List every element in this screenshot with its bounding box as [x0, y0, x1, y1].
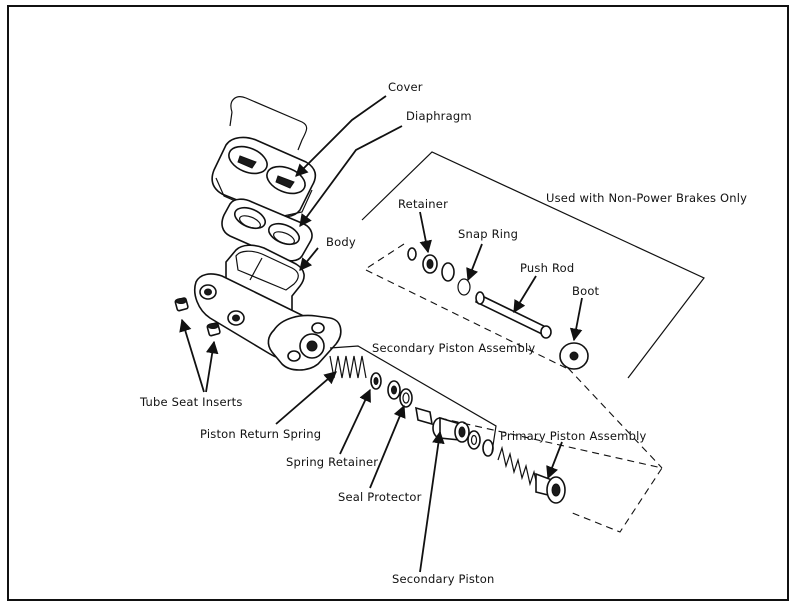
- seal-protector-part: [387, 380, 413, 408]
- diaphragm-part: [221, 198, 313, 262]
- figure-border: [7, 5, 789, 601]
- secondary-piston-group-outline: [329, 345, 497, 453]
- label-boot: Boot: [572, 284, 600, 298]
- piston-return-spring-part: [329, 355, 367, 379]
- label-spring-retainer: Spring Retainer: [286, 455, 378, 469]
- primary-piston-group-outline: [439, 367, 663, 533]
- label-primary-piston-assembly: Primary Piston Assembly: [500, 429, 646, 443]
- label-tube-seat-inserts: Tube Seat Inserts: [139, 395, 243, 409]
- label-piston-return-spring: Piston Return Spring: [200, 427, 321, 441]
- label-snap-ring: Snap Ring: [458, 227, 518, 241]
- label-push-rod: Push Rod: [520, 261, 574, 275]
- label-retainer: Retainer: [398, 197, 448, 211]
- label-secondary-piston: Secondary Piston: [392, 572, 494, 586]
- primary-piston-assembly-part: [497, 445, 566, 504]
- non-power-brake-parts: [407, 247, 589, 370]
- leader-arrows: [179, 95, 583, 573]
- primary-piston-rings: [467, 430, 494, 457]
- label-secondary-piston-assembly: Secondary Piston Assembly: [372, 341, 535, 355]
- label-non-power-brakes: Used with Non-Power Brakes Only: [546, 191, 747, 205]
- label-cover: Cover: [388, 80, 423, 94]
- label-body: Body: [326, 235, 356, 249]
- spring-retainer-part: [370, 372, 382, 390]
- master-cylinder-body: [194, 244, 342, 371]
- secondary-piston-part: [415, 406, 470, 443]
- tube-seat-inserts-parts: [174, 297, 221, 337]
- cover-bail-wire: [229, 96, 308, 151]
- label-seal-protector: Seal Protector: [338, 490, 422, 504]
- reservoir-cover: [211, 136, 317, 219]
- non-power-group-outline: [361, 151, 705, 379]
- label-diaphragm: Diaphragm: [406, 109, 472, 123]
